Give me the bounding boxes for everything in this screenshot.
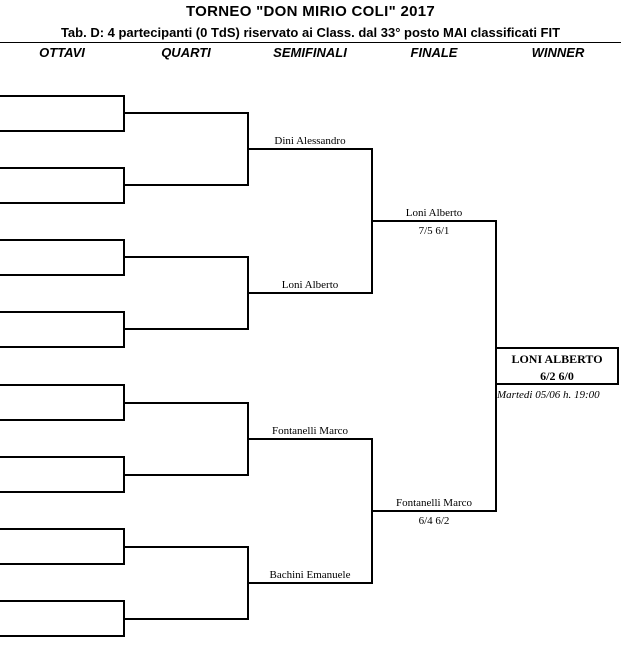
ottavi-bracket-2 [0,167,125,204]
winner-box: LONI ALBERTO 6/2 6/0 [495,347,619,385]
finalist-2: Fontanelli Marco [395,497,473,509]
finalist-1: Loni Alberto [405,207,463,219]
ottavi-bracket-1 [0,95,125,132]
ottavi-bracket-5 [0,384,125,421]
finalist-1-score: 7/5 6/1 [418,225,450,237]
column-header-winner: WINNER [531,45,585,60]
column-header-finale: FINALE [410,45,458,60]
quarti-bracket-4 [124,546,249,620]
ottavi-bracket-6 [0,456,125,493]
ottavi-bracket-4 [0,311,125,348]
final-match-date: Martedi 05/06 h. 19:00 [497,389,600,401]
ottavi-bracket-3 [0,239,125,276]
ottavi-bracket-8 [0,600,125,637]
semifinalist-3: Fontanelli Marco [271,425,349,437]
tournament-title: TORNEO "DON MIRIO COLI" 2017 [185,3,436,20]
finalist-2-score: 6/4 6/2 [418,515,450,527]
subtitle-divider [0,42,621,43]
column-header-quarti: QUARTI [161,45,211,60]
semifinalist-2: Loni Alberto [281,279,339,291]
semifinalist-4: Bachini Emanuele [269,569,351,581]
column-header-semifinali: SEMIFINALI [273,45,347,60]
column-header-ottavi: OTTAVI [39,45,85,60]
semi-bracket-2 [248,438,373,584]
winner-name: LONI ALBERTO [511,352,603,366]
final-bracket [372,220,497,512]
quarti-bracket-3 [124,402,249,476]
quarti-bracket-1 [124,112,249,186]
semi-bracket-1 [248,148,373,294]
winner-score: 6/2 6/0 [540,369,574,383]
tournament-subtitle: Tab. D: 4 partecipanti (0 TdS) riservato… [60,25,561,40]
ottavi-bracket-7 [0,528,125,565]
semifinalist-1: Dini Alessandro [274,135,346,147]
quarti-bracket-2 [124,256,249,330]
